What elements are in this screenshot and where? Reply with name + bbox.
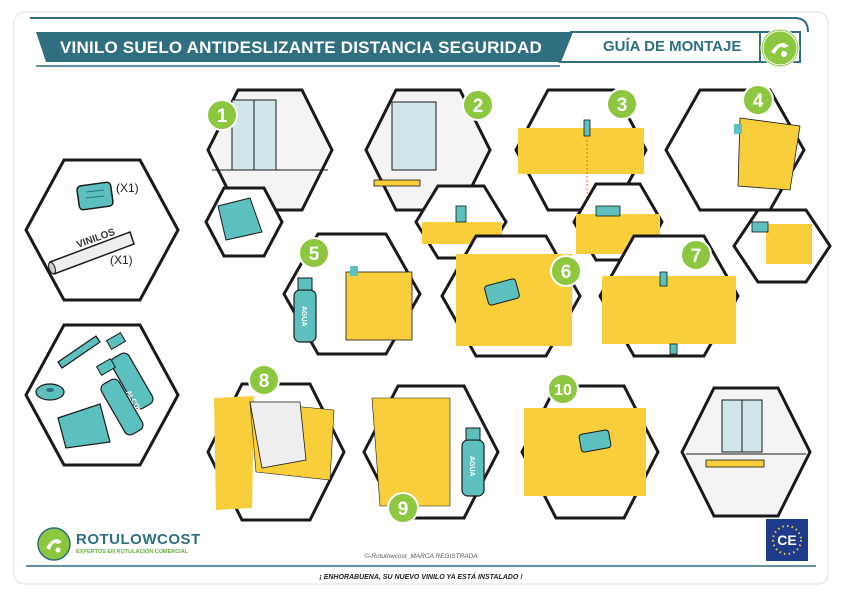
step-number: 1 xyxy=(217,106,228,127)
step-9-panel xyxy=(362,384,500,520)
cleaning-detail xyxy=(204,186,284,258)
vinyl-roll-icon xyxy=(48,231,135,275)
step-4-panel xyxy=(664,88,832,284)
step-badge-9: 9 xyxy=(387,492,419,524)
step-badge-8: 8 xyxy=(248,364,280,396)
step-badge-3: 3 xyxy=(606,88,638,120)
ce-mark-badge: CE xyxy=(766,519,808,561)
step-6-panel xyxy=(440,234,582,358)
brand-tagline: EXPERTOS EN ROTULACIÓN COMERCIAL xyxy=(76,549,189,555)
step-badge-6: 6 xyxy=(550,255,582,287)
step-9-bottle-label: AGUA xyxy=(468,456,475,477)
tape-measure-icon xyxy=(35,383,65,401)
header-banner xyxy=(30,17,809,67)
step-number: 3 xyxy=(617,95,628,116)
step-number: 8 xyxy=(259,371,270,392)
ce-mark-text: CE xyxy=(777,532,796,548)
step-number: 4 xyxy=(753,91,764,112)
step-badge-7: 7 xyxy=(680,239,712,271)
step-badge-2: 2 xyxy=(462,89,494,121)
installed-vinyl-strip xyxy=(705,459,765,468)
header-logo xyxy=(760,28,800,68)
copyright-notice: ©-Rotulowcost_MARCA REGISTRADA xyxy=(364,553,478,560)
vinyl-tile-qty: (X1) xyxy=(116,181,139,195)
step-number: 7 xyxy=(691,246,702,267)
page-subtitle: GUÍA DE MONTAJE xyxy=(603,38,742,55)
step-8-panel xyxy=(206,382,346,522)
alcohol-spray-bottle-icon xyxy=(95,357,144,436)
roll-qty: (X1) xyxy=(110,253,133,267)
step-4-detail xyxy=(732,208,832,284)
step-1-panel xyxy=(204,88,334,258)
step-badge-5: 5 xyxy=(298,237,330,269)
step-badge-10: 10 xyxy=(547,373,579,405)
kit-contents-panel xyxy=(24,158,180,302)
step-5-bottle-label: AGUA xyxy=(300,306,307,327)
step-5-spray-bottle xyxy=(293,277,317,343)
step-badge-1: 1 xyxy=(206,99,238,131)
step-number: 2 xyxy=(473,96,484,117)
page-title: VINILO SUELO ANTIDESLIZANTE DISTANCIA SE… xyxy=(60,38,542,57)
vinyl-tile-icon xyxy=(76,181,114,211)
final-result-panel xyxy=(680,386,812,518)
step-badge-4: 4 xyxy=(742,84,774,116)
step-number: 5 xyxy=(309,244,320,265)
water-spray-bottle-icon xyxy=(105,331,154,410)
cloth-icon xyxy=(57,403,111,449)
footer-message: ¡ ENHORABUENA, SU NUEVO VINILO YA ESTÁ I… xyxy=(319,574,523,581)
cutter-icon xyxy=(57,335,101,369)
brand-logo xyxy=(37,527,71,561)
step-9-spray-bottle xyxy=(461,427,485,497)
tools-panel xyxy=(24,323,180,467)
step-number: 6 xyxy=(561,262,572,283)
page-border xyxy=(13,11,829,585)
step-number: 9 xyxy=(398,499,409,520)
step-number: 10 xyxy=(554,382,572,399)
brand-name: ROTULOWCOST xyxy=(76,531,201,548)
step-10-panel xyxy=(520,384,660,520)
